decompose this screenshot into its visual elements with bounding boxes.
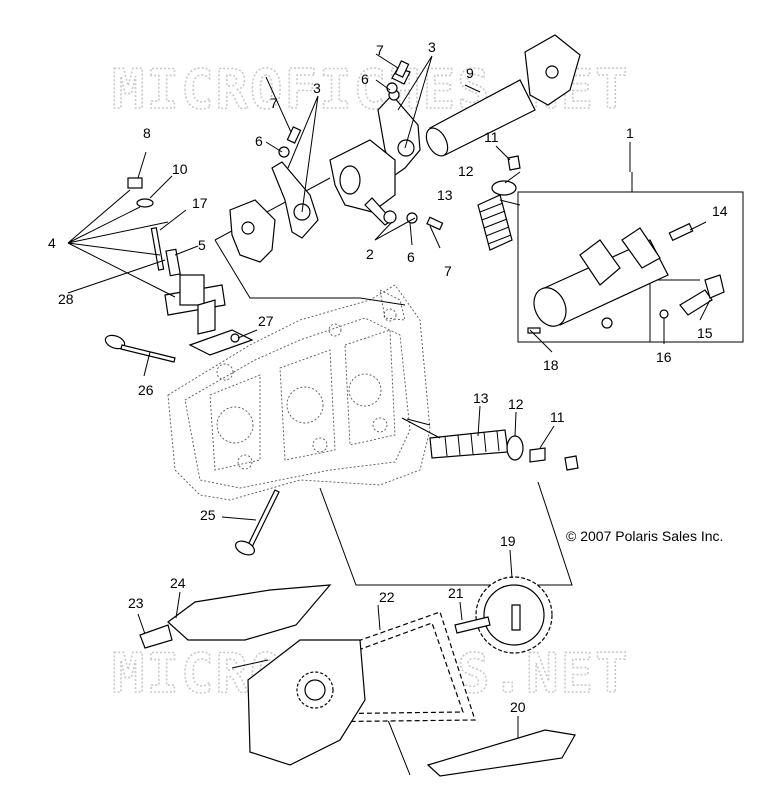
callout-17: 17 bbox=[192, 195, 208, 211]
camshaft-frame bbox=[517, 191, 744, 343]
cam-tensioner bbox=[127, 177, 254, 356]
callout-12: 12 bbox=[508, 396, 524, 412]
rocker-shaft bbox=[425, 34, 581, 157]
rocker-arm-center bbox=[329, 139, 397, 226]
callout-12: 12 bbox=[458, 163, 474, 179]
callout-23: 23 bbox=[128, 595, 144, 611]
callout-27: 27 bbox=[258, 313, 274, 329]
callout-16: 16 bbox=[656, 349, 672, 365]
callout-11: 11 bbox=[550, 409, 565, 425]
chain-guide-lower bbox=[426, 729, 576, 777]
callout-7: 7 bbox=[444, 263, 452, 279]
callout-6: 6 bbox=[361, 71, 369, 87]
callout-7: 7 bbox=[270, 95, 278, 111]
callout-26: 26 bbox=[138, 382, 154, 398]
callout-3: 3 bbox=[313, 80, 321, 96]
valve-spring-lower bbox=[429, 429, 579, 471]
callout-3: 3 bbox=[428, 39, 436, 55]
intake-valve bbox=[104, 334, 176, 363]
callout-22: 22 bbox=[379, 589, 395, 605]
callout-6: 6 bbox=[255, 133, 263, 149]
chain-frame bbox=[319, 481, 573, 586]
cam-sprocket bbox=[454, 576, 553, 654]
callout-8: 8 bbox=[143, 125, 151, 141]
leader-lines bbox=[67, 53, 711, 738]
callout-20: 20 bbox=[510, 699, 526, 715]
callout-13: 13 bbox=[437, 187, 453, 203]
callout-6: 6 bbox=[407, 249, 415, 265]
crankcase-cover bbox=[247, 639, 366, 766]
callout-13: 13 bbox=[473, 390, 489, 406]
callout-10: 10 bbox=[172, 161, 188, 177]
chain-guide-upper bbox=[139, 584, 332, 649]
callout-11: 11 bbox=[484, 129, 499, 145]
callout-1: 1 bbox=[626, 125, 634, 141]
valve-spring-top bbox=[477, 155, 521, 251]
callout-28: 28 bbox=[58, 291, 74, 307]
callout-15: 15 bbox=[697, 325, 713, 341]
exhaust-valve bbox=[234, 489, 280, 556]
callout-2: 2 bbox=[366, 246, 374, 262]
callout-5: 5 bbox=[198, 237, 206, 253]
callout-24: 24 bbox=[170, 575, 186, 591]
callout-14: 14 bbox=[712, 203, 728, 219]
rocker-arm-left bbox=[229, 161, 319, 263]
callout-4: 4 bbox=[48, 235, 56, 251]
camshaft bbox=[527, 222, 725, 334]
copyright-notice: © 2007 Polaris Sales Inc. bbox=[566, 528, 723, 544]
callout-25: 25 bbox=[200, 507, 216, 523]
callout-labels: 1 2 3 3 4 5 6 6 6 7 7 7 8 9 10 11 11 12 … bbox=[48, 39, 728, 715]
callout-19: 19 bbox=[500, 533, 516, 549]
callout-9: 9 bbox=[466, 65, 474, 81]
callout-21: 21 bbox=[448, 585, 464, 601]
callout-7: 7 bbox=[376, 42, 384, 58]
callout-18: 18 bbox=[543, 357, 559, 373]
cylinder-head bbox=[167, 284, 431, 501]
